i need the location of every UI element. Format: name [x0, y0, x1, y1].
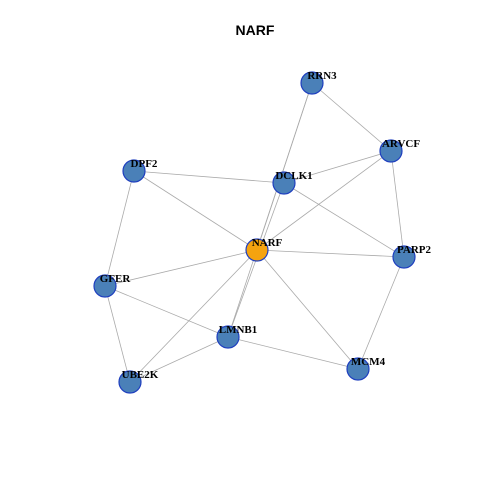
- diagram-title: NARF: [236, 22, 275, 38]
- node-circle[interactable]: [379, 139, 403, 163]
- node-label: NARF: [252, 237, 283, 249]
- node-parp2[interactable]: PARP2: [392, 244, 432, 269]
- node-circle[interactable]: [346, 357, 370, 381]
- edge-narf-ube2k: [129, 249, 258, 383]
- edge-dpf2-dclk1: [133, 170, 285, 184]
- node-label: MCM4: [351, 356, 386, 368]
- node-circle[interactable]: [118, 370, 142, 394]
- node-circle[interactable]: [122, 159, 146, 183]
- edge-dpf2-narf: [133, 170, 258, 251]
- edge-gfer-ube2k: [104, 285, 131, 383]
- edge-rrn3-lmnb1: [227, 82, 313, 338]
- node-label: LMNB1: [219, 324, 258, 336]
- edge-lmnb1-ube2k: [129, 336, 229, 383]
- node-circle[interactable]: [216, 325, 240, 349]
- node-mcm4[interactable]: MCM4: [346, 356, 386, 381]
- node-circle[interactable]: [392, 245, 416, 269]
- edge-dclk1-parp2: [283, 182, 405, 258]
- node-circle[interactable]: [93, 274, 117, 298]
- edge-arvcf-dclk1: [283, 150, 392, 184]
- node-lmnb1[interactable]: LMNB1: [216, 324, 258, 349]
- edge-dpf2-gfer: [104, 170, 135, 287]
- edge-parp2-mcm4: [357, 256, 405, 370]
- edge-narf-gfer: [104, 249, 258, 287]
- edge-layer: [104, 82, 405, 383]
- node-label: UBE2K: [122, 369, 159, 381]
- node-label: DCLK1: [275, 170, 312, 182]
- node-arvcf[interactable]: ARVCF: [379, 138, 420, 163]
- node-rrn3[interactable]: RRN3: [300, 70, 337, 95]
- edge-narf-parp2: [256, 249, 405, 258]
- node-narf[interactable]: NARF: [245, 237, 283, 262]
- node-dclk1[interactable]: DCLK1: [272, 170, 313, 195]
- node-ube2k[interactable]: UBE2K: [118, 369, 159, 394]
- node-dpf2[interactable]: DPF2: [122, 158, 158, 183]
- node-circle[interactable]: [245, 238, 269, 262]
- edge-narf-mcm4: [256, 249, 359, 370]
- node-label: RRN3: [307, 70, 337, 82]
- node-label: PARP2: [397, 244, 432, 256]
- edge-arvcf-narf: [256, 150, 392, 251]
- edge-lmnb1-mcm4: [227, 336, 359, 370]
- node-circle[interactable]: [300, 71, 324, 95]
- node-label: GFER: [100, 273, 132, 285]
- edge-arvcf-parp2: [390, 150, 405, 258]
- node-label: DPF2: [131, 158, 158, 170]
- edge-gfer-lmnb1: [104, 285, 229, 338]
- node-label: ARVCF: [382, 138, 420, 150]
- edge-rrn3-arvcf: [311, 82, 392, 152]
- node-circle[interactable]: [272, 171, 296, 195]
- node-gfer[interactable]: GFER: [93, 273, 132, 298]
